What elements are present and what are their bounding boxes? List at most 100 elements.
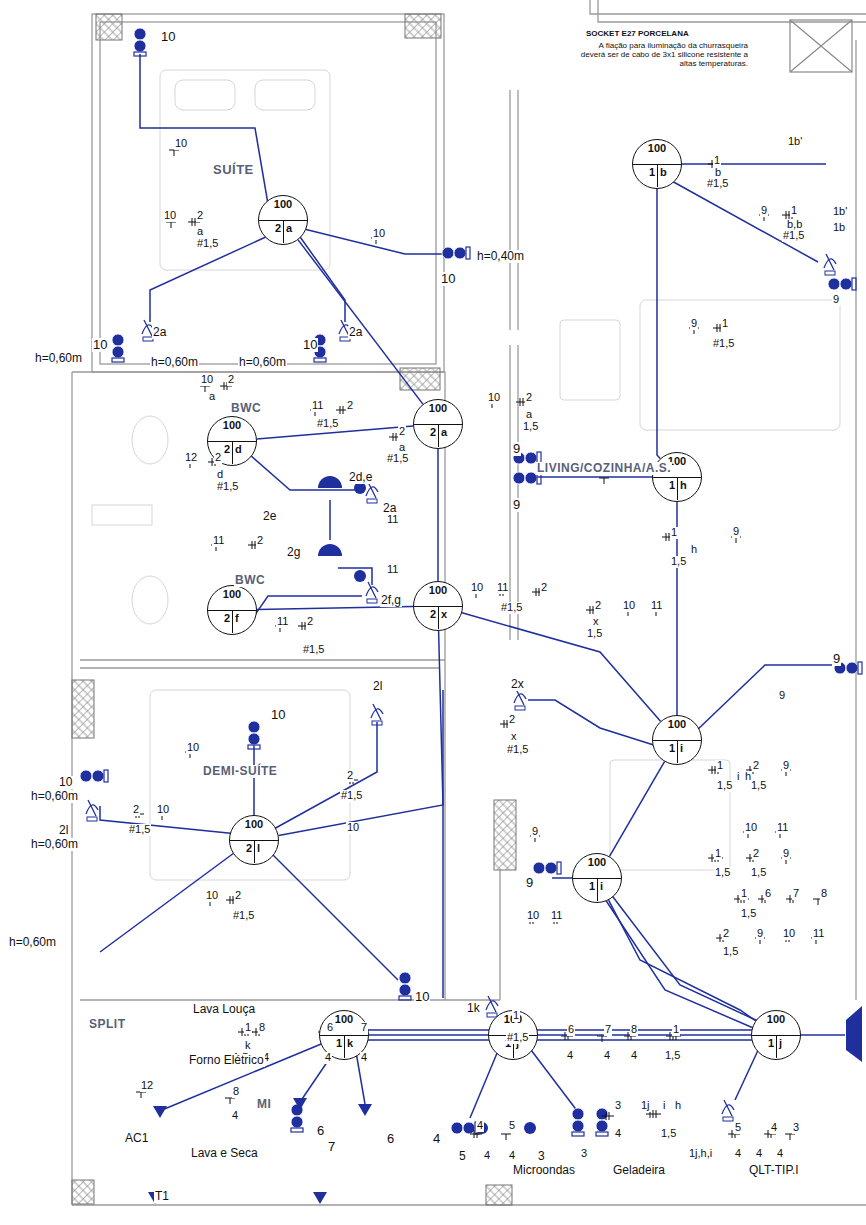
outlet-symbol [572,1132,584,1136]
wire-label: 2 [214,452,222,464]
wire-label: 1 [512,1010,520,1022]
wire-label: 2 [508,714,516,726]
wire-label: 2 [752,848,760,860]
wire-label: 4 [231,1110,239,1122]
wire-label: #1,5 [706,178,729,190]
wire-label: 1b' [787,136,803,148]
wire-label: 11 [311,400,324,412]
pillar [72,680,94,738]
wire-label: 2a [152,326,167,339]
wire-label: 10 [440,272,456,286]
wire-label: 4 [630,1050,638,1062]
wire [300,228,446,254]
wire-label: 2 [752,760,760,772]
power-rating: 100 [230,819,278,830]
outlet-symbol [399,984,411,996]
wire-label: 9 [782,848,790,860]
outlet-symbol [442,247,454,259]
wire-label: 1 [716,760,724,772]
wire [694,665,836,733]
furniture [175,80,235,110]
circle-lower-half: 1b [633,165,681,187]
wire [735,1046,760,1100]
circle-lower-half: 1h [653,478,701,500]
switch-letter: a [286,223,292,234]
outlet-symbol [399,972,411,984]
switch-symbol [87,817,97,821]
room-name: SUÍTE [212,163,255,177]
wire-label: 1 [740,888,748,900]
power-rating: 100 [208,589,256,600]
wire-label: 2e [262,510,277,523]
wire-mark [166,222,176,228]
wire-label: 2 [227,374,235,386]
wire-label: 10 [302,338,318,352]
wire-label: 3 [614,1100,622,1112]
pillar [405,14,441,38]
furniture [92,70,840,880]
wire-label: k [244,1040,252,1052]
circle-lower-half: 1i [573,879,621,901]
outlet-symbol [399,996,411,1000]
wall [80,999,500,1000]
switch-symbol [825,271,835,275]
wire-label: 8 [258,1022,266,1034]
wire-label: 4 [755,1148,763,1160]
wire-label: 1b' [832,206,848,218]
switch-symbol [824,254,836,270]
wire-mark [813,899,823,905]
wire-label: 8 [820,888,828,900]
power-rating: 100 [259,199,307,210]
wire-label: d [216,469,224,481]
wire-mark [731,537,741,543]
wire-label: h [690,544,698,556]
wire-label: 8 [630,1024,638,1036]
wire-label: 10 [160,30,176,44]
switch-letter: i [680,743,683,754]
wire-label: b [714,167,722,179]
power-rating: 100 [573,857,621,868]
wire-mark [169,150,179,156]
outlet-symbol [112,334,124,346]
switch-symbol [514,689,526,705]
wire-label: 4 [483,1150,491,1162]
wire-label: 9 [782,760,790,772]
outlet-symbol [248,721,260,733]
wire-label: 2 [722,928,730,940]
wire-label: 1 [790,205,798,217]
wire-label: 2 [346,770,354,782]
outlet-symbol [840,278,852,290]
wire-label: 2 [594,600,602,612]
wire-label: h=0,60m [238,356,287,369]
wall [499,870,500,1000]
wire-connector [369,1034,488,1036]
wire-label: #1,5 [506,744,529,756]
circuit-number: 1 [336,1038,342,1049]
wire-label: 1 [714,848,722,860]
wire-label: 1,5 [664,1050,681,1062]
wire-label: 1 [721,318,729,330]
wire-label: 1,5 [750,780,767,792]
wire [162,1042,326,1110]
wire [272,722,377,830]
outlet-symbol [454,247,466,259]
wire-label: 2 [540,582,548,594]
wire-mark [501,1134,511,1140]
wire-connector [257,607,413,610]
power-rating: 100 [414,403,462,414]
wire-label: T1 [154,1190,170,1203]
outlet-symbol [134,28,146,40]
wall [72,0,866,1205]
outlet-symbol [557,862,561,874]
wire-label: 1 [244,1022,252,1034]
outlet-symbol [596,1132,608,1136]
power-rating: 100 [752,1014,800,1025]
wire-label: 1,5 [660,1128,677,1140]
wire-label: 9 [832,652,841,666]
circle-lower-half: 2a [259,221,307,243]
wire [253,745,255,822]
outlet-symbol [846,662,858,674]
wire [528,1046,578,1112]
wire-label: i [662,1100,666,1112]
wire [610,893,760,1022]
